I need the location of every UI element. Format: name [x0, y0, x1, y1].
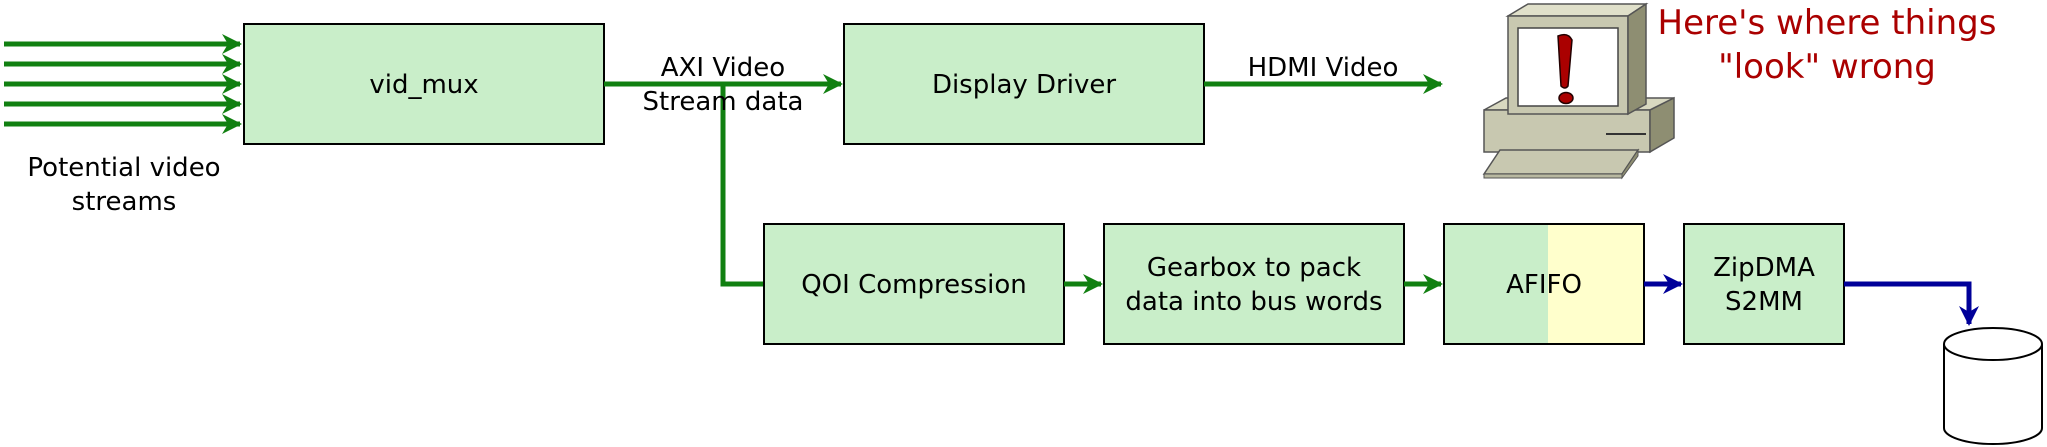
annotation-line2: "look" wrong — [1718, 47, 1936, 87]
qoi-label: QOI Compression — [801, 270, 1027, 300]
afifo-label: AFIFO — [1506, 270, 1582, 300]
axi-label-line2: Stream data — [643, 87, 804, 117]
inputs-label-line2: streams — [72, 187, 177, 217]
inputs-label-line1: Potential video — [27, 153, 220, 183]
display-driver-block: Display Driver — [843, 23, 1205, 145]
zipdma-to-storage-arrow — [1844, 281, 1979, 326]
zipdma-label-line2: S2MM — [1725, 287, 1803, 317]
gearbox-label-line2: data into bus words — [1125, 287, 1382, 317]
qoi-compression-block: QOI Compression — [763, 223, 1065, 345]
computer-monitor-icon — [1482, 2, 1675, 180]
axi-branch-line — [720, 84, 765, 287]
zipdma-label-line1: ZipDMA — [1713, 253, 1815, 283]
zipdma-block: ZipDMA S2MM — [1683, 223, 1845, 345]
input-stream-arrows — [4, 34, 242, 134]
axi-label-line1: AXI Video — [661, 53, 785, 83]
vid-mux-block: vid_mux — [243, 23, 605, 145]
gearbox-label-line1: Gearbox to pack — [1147, 253, 1361, 283]
vid-mux-label: vid_mux — [369, 70, 478, 100]
storage-cylinder-icon — [1943, 327, 2043, 445]
afifo-block: AFIFO — [1443, 223, 1645, 345]
display-driver-label: Display Driver — [932, 70, 1116, 100]
gearbox-block: Gearbox to pack data into bus words — [1103, 223, 1405, 345]
annotation-line1: Here's where things — [1658, 3, 1997, 43]
hdmi-label: HDMI Video — [1248, 53, 1399, 83]
warning-exclamation-icon — [1557, 33, 1574, 105]
